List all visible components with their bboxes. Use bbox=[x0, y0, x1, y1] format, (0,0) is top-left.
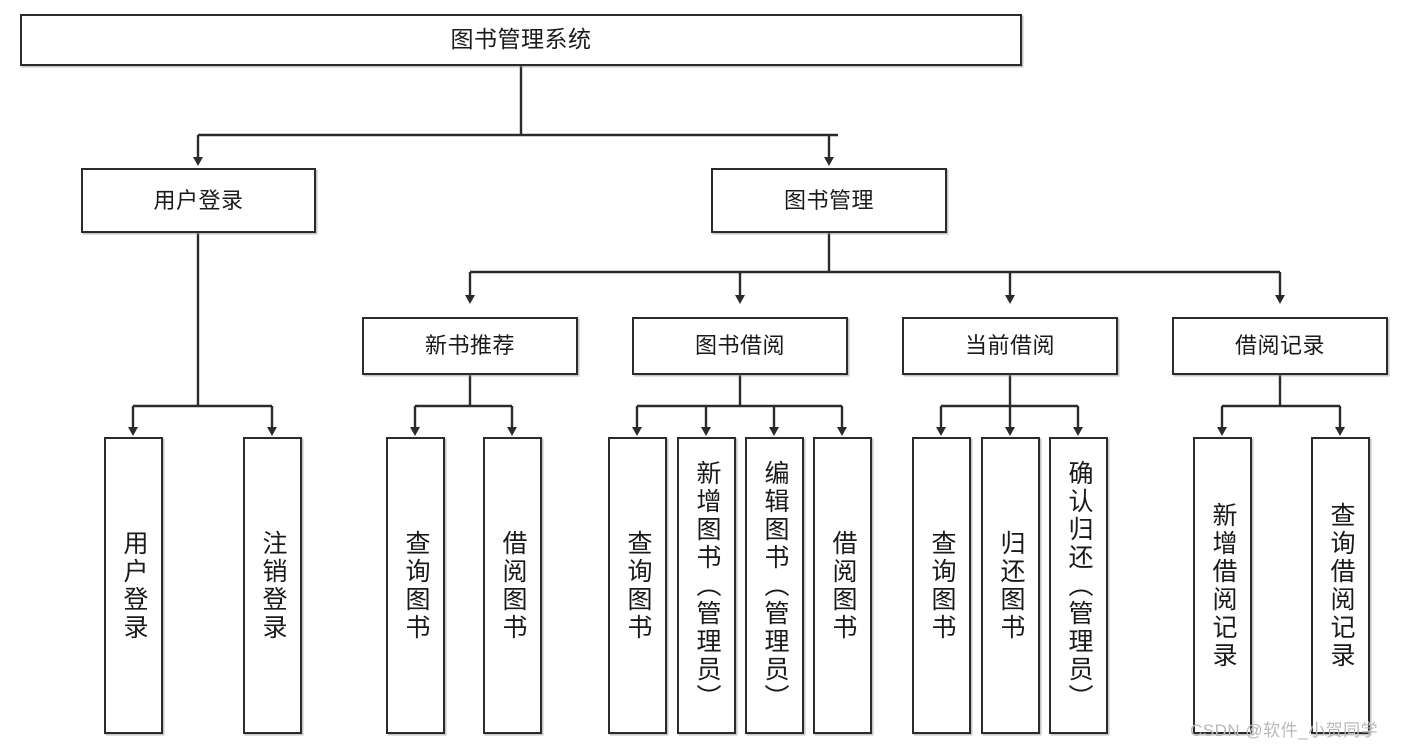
node-borrow-record-label: 借阅记录 bbox=[1234, 333, 1325, 359]
node-current-borrow[interactable]: 当前借阅 bbox=[902, 317, 1118, 375]
leaf-query-book-1-label: 查询图书 bbox=[402, 529, 430, 642]
leaf-confirm-return-label: 确认归还（管理员） bbox=[1065, 459, 1093, 712]
leaf-borrow-book-1[interactable]: 借阅图书 bbox=[483, 437, 542, 734]
leaf-borrow-book-2[interactable]: 借阅图书 bbox=[813, 437, 872, 734]
leaf-user-login[interactable]: 用户登录 bbox=[104, 437, 163, 734]
leaf-borrow-book-1-label: 借阅图书 bbox=[499, 529, 527, 642]
leaf-query-book-2[interactable]: 查询图书 bbox=[608, 437, 667, 734]
node-new-book-recommend-label: 新书推荐 bbox=[424, 333, 515, 359]
node-book-manage[interactable]: 图书管理 bbox=[711, 168, 947, 233]
leaf-query-book-2-label: 查询图书 bbox=[624, 529, 652, 642]
leaf-query-book-1[interactable]: 查询图书 bbox=[386, 437, 445, 734]
node-book-manage-label: 图书管理 bbox=[783, 187, 874, 213]
leaf-add-record[interactable]: 新增借阅记录 bbox=[1193, 437, 1252, 734]
node-current-borrow-label: 当前借阅 bbox=[964, 333, 1055, 359]
leaf-add-record-label: 新增借阅记录 bbox=[1209, 501, 1237, 670]
node-book-borrow[interactable]: 图书借阅 bbox=[632, 317, 848, 375]
leaf-user-logout-label: 注销登录 bbox=[259, 529, 287, 642]
csdn-watermark: CSDN @软件_小贺同学 bbox=[1190, 721, 1379, 740]
node-book-borrow-label: 图书借阅 bbox=[694, 333, 785, 359]
leaf-return-book[interactable]: 归还图书 bbox=[981, 437, 1040, 734]
leaf-return-book-label: 归还图书 bbox=[997, 529, 1025, 642]
leaf-edit-book[interactable]: 编辑图书（管理员） bbox=[745, 437, 804, 734]
leaf-user-login-label: 用户登录 bbox=[120, 529, 148, 642]
leaf-query-record[interactable]: 查询借阅记录 bbox=[1311, 437, 1370, 734]
leaf-borrow-book-2-label: 借阅图书 bbox=[829, 529, 857, 642]
node-borrow-record[interactable]: 借阅记录 bbox=[1172, 317, 1388, 375]
leaf-confirm-return[interactable]: 确认归还（管理员） bbox=[1049, 437, 1108, 734]
node-root-system[interactable]: 图书管理系统 bbox=[20, 14, 1022, 66]
leaf-user-logout[interactable]: 注销登录 bbox=[243, 437, 302, 734]
node-root-system-label: 图书管理系统 bbox=[450, 26, 592, 53]
leaf-query-book-3-label: 查询图书 bbox=[928, 529, 956, 642]
leaf-edit-book-label: 编辑图书（管理员） bbox=[761, 459, 789, 712]
leaf-query-record-label: 查询借阅记录 bbox=[1327, 501, 1355, 670]
leaf-add-book-label: 新增图书（管理员） bbox=[693, 459, 721, 712]
node-new-book-recommend[interactable]: 新书推荐 bbox=[362, 317, 578, 375]
node-user-login-label: 用户登录 bbox=[153, 187, 244, 213]
leaf-query-book-3[interactable]: 查询图书 bbox=[912, 437, 971, 734]
node-user-login[interactable]: 用户登录 bbox=[81, 168, 316, 233]
leaf-add-book[interactable]: 新增图书（管理员） bbox=[677, 437, 736, 734]
